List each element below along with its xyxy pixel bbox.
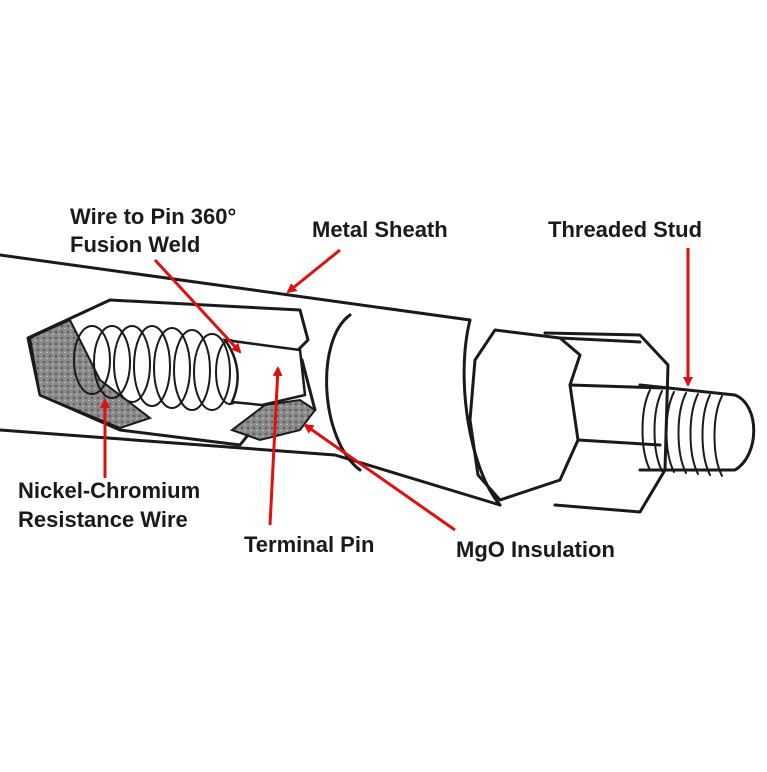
hex-nut-edges <box>558 336 666 447</box>
resistance-coil <box>73 325 245 411</box>
label-nickel-chromium-2: Resistance Wire <box>18 507 188 532</box>
arrow-metal-sheath <box>286 248 341 294</box>
label-metal-sheath: Metal Sheath <box>312 217 448 242</box>
arrow-wire-to-pin <box>153 258 242 354</box>
insulation-left <box>28 318 153 430</box>
hex-nut-face <box>543 331 670 514</box>
arrow-mgo-insulation <box>303 423 456 532</box>
label-wire-to-pin-1: Wire to Pin 360° <box>70 204 237 229</box>
sheath-top-edge <box>0 253 472 322</box>
stud-outline <box>638 383 756 472</box>
label-wire-to-pin-2: Fusion Weld <box>70 232 201 257</box>
label-mgo-insulation: MgO Insulation <box>456 537 615 562</box>
stud-threads <box>641 389 723 477</box>
hex-nut <box>468 328 582 502</box>
label-terminal-pin: Terminal Pin <box>244 532 375 557</box>
label-threaded-stud: Threaded Stud <box>548 217 703 242</box>
label-nickel-chromium-1: Nickel-Chromium <box>18 478 201 503</box>
sheath-bottom-edge <box>0 428 502 507</box>
arrow-terminal-pin <box>268 366 283 526</box>
cutaway-outline <box>26 298 317 447</box>
sheath-end-ellipse <box>325 313 362 472</box>
